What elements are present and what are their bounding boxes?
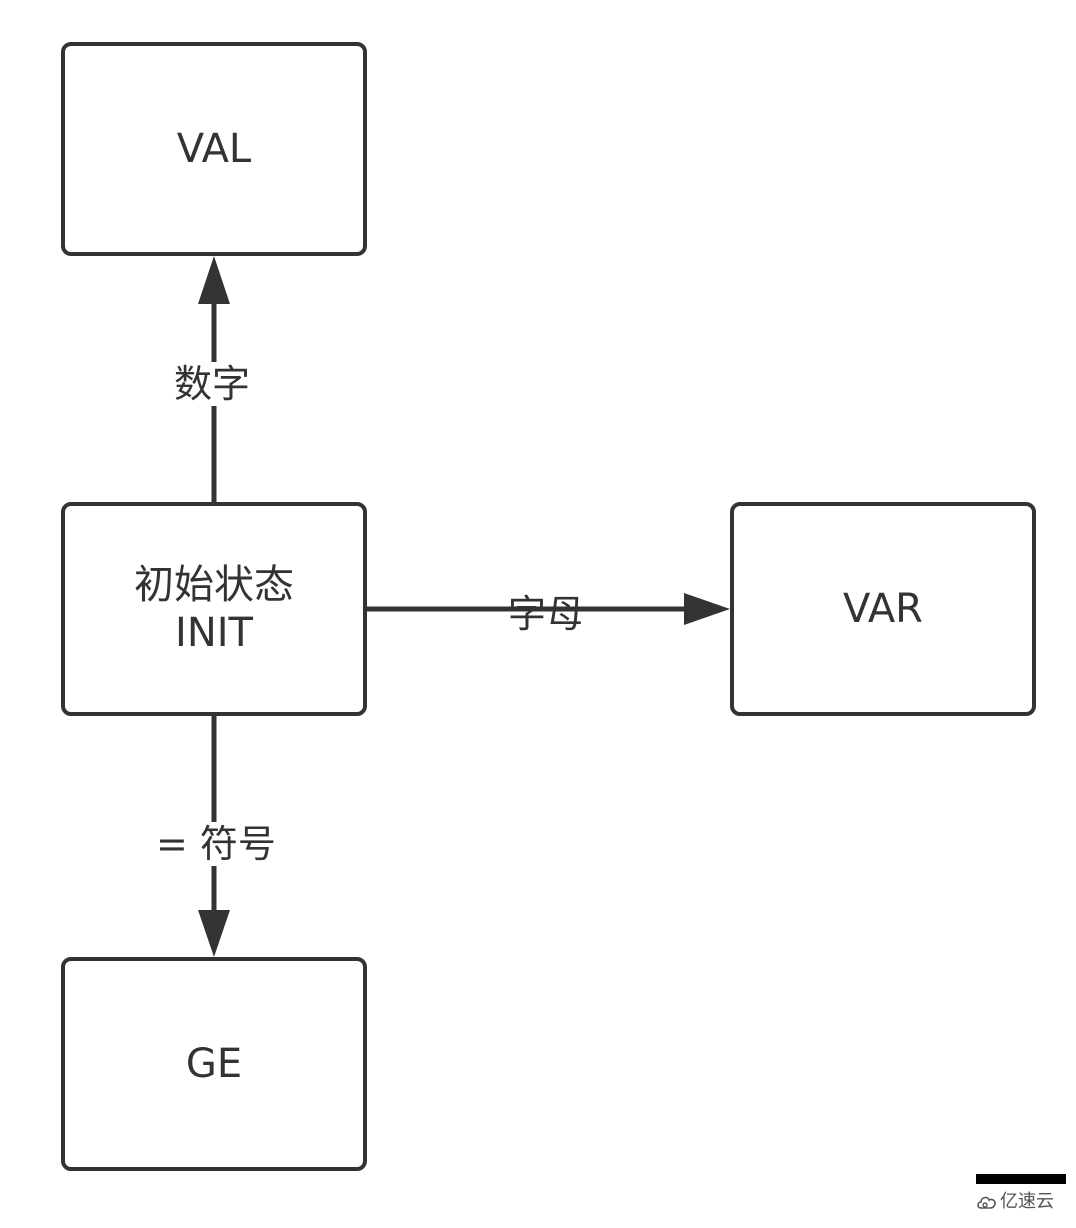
watermark-bar [976, 1174, 1066, 1184]
watermark-text: 亿速云 [1000, 1191, 1054, 1212]
state-node-var-label: VAR [843, 586, 923, 632]
cloud-logo-icon [977, 1196, 996, 1209]
edge-label-letter: 字母 [508, 592, 585, 636]
arrowhead-down-icon [198, 910, 230, 957]
state-node-ge-label: GE [185, 1041, 243, 1087]
arrowhead-up-icon [198, 256, 230, 304]
edge-label-digit: 数字 [172, 362, 253, 406]
state-node-init-label-chinese: 初始状态 [134, 562, 294, 608]
edge-init-to-ge [198, 716, 230, 957]
state-node-val-label: VAL [176, 126, 252, 172]
state-node-val: VAL [61, 42, 367, 256]
edge-label-equals-symbol: = 符号 [154, 822, 278, 866]
watermark: 亿速云 [972, 1170, 1068, 1220]
arrowhead-right-icon [684, 593, 730, 625]
state-node-var: VAR [730, 502, 1036, 716]
edge-init-to-var [367, 593, 730, 625]
state-node-ge: GE [61, 957, 367, 1171]
state-node-init: 初始状态 INIT [61, 502, 367, 716]
state-node-init-label-english: INIT [175, 610, 253, 656]
